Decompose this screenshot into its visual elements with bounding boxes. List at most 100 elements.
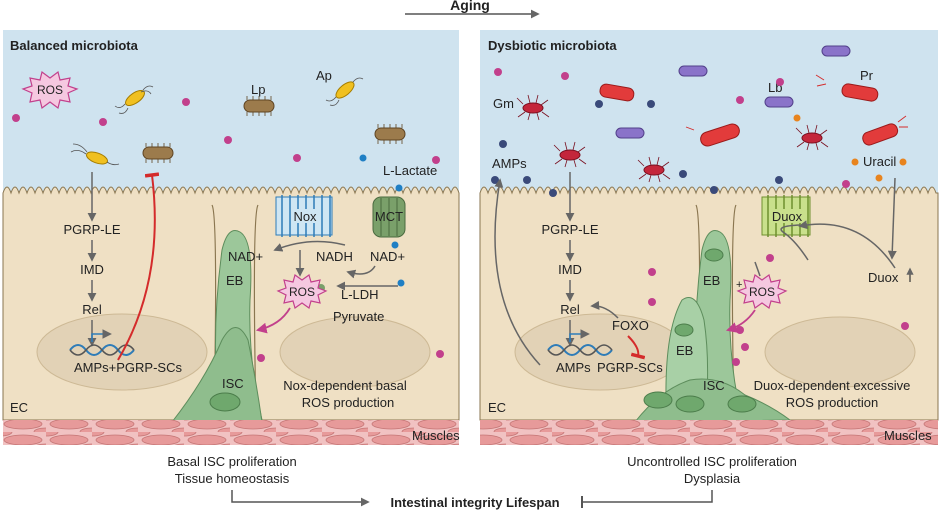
right-muscles <box>480 420 938 445</box>
left-mct-transporter <box>372 196 406 238</box>
left-imd-label: IMD <box>80 262 104 277</box>
right-amps-label: AMPs <box>556 360 591 375</box>
left-bacterium-brown-lp <box>243 96 275 116</box>
right-ros-label: ROS <box>749 285 775 299</box>
left-lldh-label: L-LDH <box>341 287 379 302</box>
right-nucleus-2 <box>764 316 916 388</box>
right-bacterium-red-rod-1 <box>599 83 635 102</box>
left-rel-label: Rel <box>82 302 102 317</box>
left-nucleus-2 <box>279 316 431 388</box>
left-bacterium-brown-2 <box>374 124 406 144</box>
left-ros-to-isc-arrow <box>255 307 291 334</box>
right-bacterium-purple-2 <box>615 127 645 139</box>
right-duox-ros-link <box>754 261 761 277</box>
right-bacterium-pr-1 <box>841 83 879 102</box>
right-gm-label: Gm <box>493 96 514 111</box>
left-nad2-label: NAD+ <box>370 249 405 264</box>
footer-left-2: Tissue homeostasis <box>175 471 290 486</box>
left-dna-helix <box>69 329 135 356</box>
left-inhibition-line <box>117 172 160 361</box>
right-rel-label: Rel <box>560 302 580 317</box>
left-isc-cell <box>170 327 263 423</box>
left-muscles <box>3 420 459 445</box>
left-muscles-label: Muscles <box>412 428 460 443</box>
right-bacterium-pr-2 <box>862 123 899 146</box>
right-bacterium-gm-1 <box>516 94 550 121</box>
right-foxo-label: FOXO <box>612 318 649 333</box>
right-eb1-label: EB <box>703 273 720 288</box>
right-duox-label: Duox <box>772 209 803 224</box>
right-pgrp-le-label: PGRP-LE <box>541 222 598 237</box>
left-ros-star-2 <box>276 274 328 309</box>
right-duox-dep-1: Duox-dependent excessive <box>754 378 911 393</box>
footer-right-2: Dysplasia <box>684 471 741 486</box>
right-muscles-label: Muscles <box>884 428 932 443</box>
right-dna-helix <box>547 329 613 356</box>
left-lp-label: Lp <box>251 82 265 97</box>
right-eb-nucleus-2 <box>704 248 724 262</box>
right-eb-nucleus-1 <box>674 323 694 337</box>
left-nox-dep-2: ROS production <box>302 395 395 410</box>
right-bacterium-gm-3 <box>637 156 671 183</box>
left-bacterium-brown-1 <box>142 143 174 163</box>
right-uracil-duox-arrow <box>887 177 897 260</box>
right-duox-loop <box>780 224 809 261</box>
left-ros-label: ROS <box>37 83 63 97</box>
left-l-lactate-label: L-Lactate <box>383 163 437 178</box>
right-ros-to-isc-arrow <box>725 309 756 333</box>
right-foxo-inhibition <box>627 335 646 360</box>
left-ap-label: Ap <box>316 68 332 83</box>
right-nucleus-1 <box>514 313 686 391</box>
left-bacterium-yellow-2 <box>70 143 120 166</box>
right-bacterium-red-rod-2 <box>700 123 740 147</box>
left-bacterium-yellow-1 <box>114 85 154 114</box>
left-amps-pgrp-label: AMPs+PGRP-SCs <box>74 360 182 375</box>
left-pgrp-le-label: PGRP-LE <box>63 222 120 237</box>
right-panel: Dysbiotic microbiota EB EB ISC Muscles E… <box>479 30 939 445</box>
right-duox-label-bg <box>770 209 804 223</box>
right-uracil-dots <box>793 114 907 182</box>
right-imd-label: IMD <box>558 262 582 277</box>
right-bacterium-lb <box>764 96 794 108</box>
right-duox2-label: Duox <box>868 270 899 285</box>
right-amps-secretion-arrow <box>494 178 541 366</box>
footer-right-inhibit <box>582 490 713 503</box>
right-pgrp-scs-label: PGRP-SCs <box>597 360 663 375</box>
right-isc-nucleus-1 <box>643 391 673 409</box>
left-nadh-label: NADH <box>316 249 353 264</box>
right-isc-nucleus-2 <box>675 395 705 413</box>
footer-left-1: Basal ISC proliferation <box>167 454 296 469</box>
left-arrow-nad-nadh <box>346 265 376 279</box>
left-lactate-dots <box>359 154 405 287</box>
footer-center-label: Intestinal integrity Lifespan <box>390 495 559 510</box>
left-nox-label: Nox <box>293 209 317 224</box>
right-ros-star <box>736 274 788 309</box>
left-panel: Balanced microbiota EB ISC Muscles EC RO… <box>2 30 460 445</box>
right-panel-title: Dysbiotic microbiota <box>488 38 617 53</box>
footer-right-1: Uncontrolled ISC proliferation <box>627 454 797 469</box>
left-pyruvate-label: Pyruvate <box>333 309 384 324</box>
right-isc-nucleus-3 <box>727 395 757 413</box>
right-flagella <box>685 74 908 131</box>
right-isc-label: ISC <box>703 378 725 393</box>
left-bacterium-yellow-ap <box>325 77 364 106</box>
right-uracil-label: Uracil <box>863 154 896 169</box>
left-isc-nucleus <box>209 392 241 412</box>
left-ec-label: EC <box>10 400 28 415</box>
aging-label: Aging <box>450 0 490 13</box>
footer-left-arrow <box>231 490 370 507</box>
right-ec-label: EC <box>488 400 506 415</box>
right-foxo-rel-arrow <box>590 300 619 319</box>
left-ros-star <box>21 70 79 110</box>
left-mct-label: MCT <box>375 209 403 224</box>
right-bacterium-gm-4 <box>795 124 829 151</box>
right-navy-dots <box>491 100 783 197</box>
right-bacterium-purple-3 <box>821 45 851 57</box>
left-nox-label-bg <box>291 209 319 223</box>
right-bacterium-purple-1 <box>678 65 708 77</box>
right-eb2-label: EB <box>676 343 693 358</box>
left-nox-dep-1: Nox-dependent basal <box>283 378 407 393</box>
right-bacterium-gm-2 <box>553 141 587 168</box>
right-ros-plus: + <box>736 279 742 291</box>
